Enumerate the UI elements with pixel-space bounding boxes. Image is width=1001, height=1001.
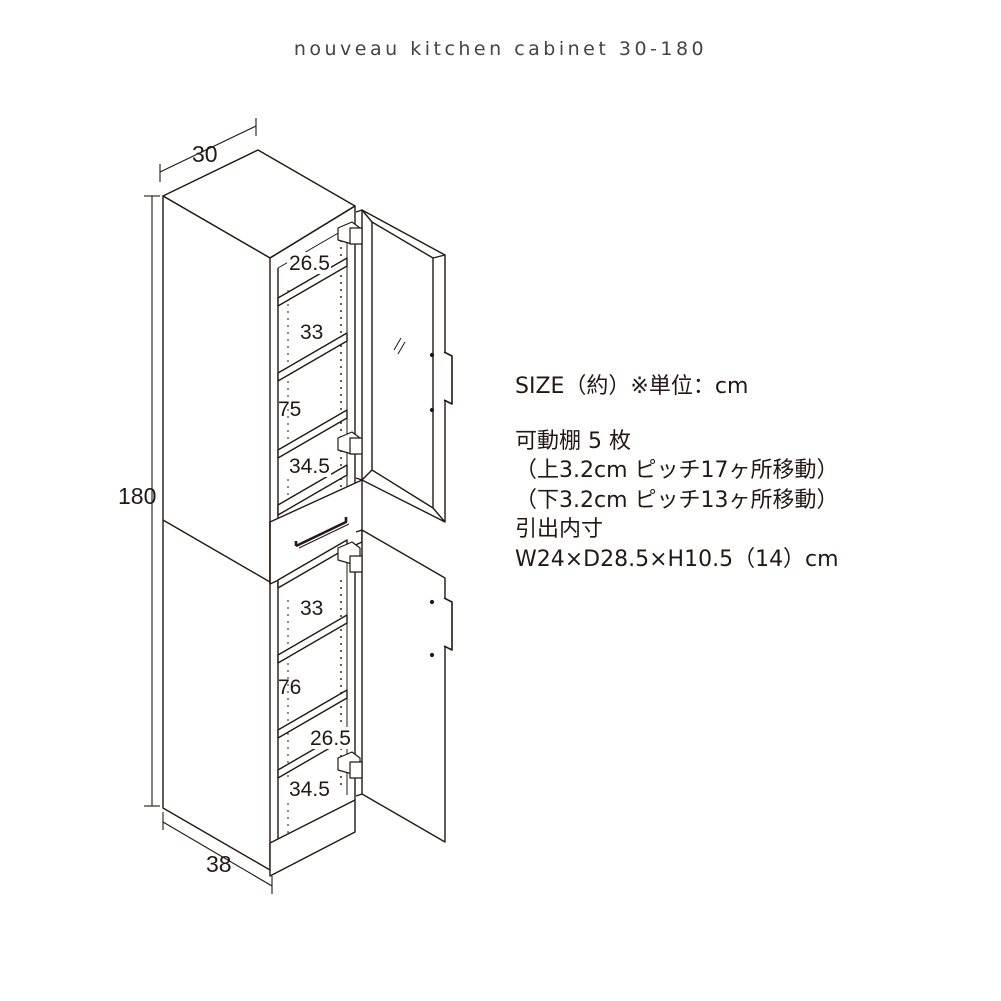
upper-shelf-1-label: 26.5 — [289, 252, 330, 275]
upper-shelf-3-label: 34.5 — [289, 455, 330, 478]
hinges — [337, 221, 363, 779]
lower-door — [355, 529, 453, 843]
drawer-size-label: W24×D28.5×H10.5（14）cm — [515, 546, 839, 572]
upper-glass-door — [355, 209, 453, 523]
depth-label: 38 — [206, 851, 232, 877]
lower-shelves — [277, 539, 348, 779]
width-label: 30 — [192, 141, 218, 167]
lower-pitch-label: （下3.2cm ピッチ13ヶ所移動） — [515, 487, 839, 513]
page-title: nouveau kitchen cabinet 30-180 — [293, 38, 708, 60]
lower-shelf-1-label: 33 — [300, 597, 323, 620]
lower-shelf-3-label: 34.5 — [289, 778, 330, 801]
drawer — [269, 479, 363, 585]
upper-shelf-2-label: 33 — [300, 321, 323, 344]
dimension-lines — [144, 118, 273, 894]
shelves-label: 可動棚 5 枚 — [515, 428, 631, 454]
cabinet-body — [162, 149, 356, 877]
upper-shelves — [277, 257, 348, 516]
drawer-label: 引出内寸 — [515, 517, 604, 542]
upper-pitch-label: （上3.2cm ピッチ17ヶ所移動） — [515, 458, 839, 483]
spec-block: SIZE（約）※単位：cm 可動棚 5 枚 （上3.2cm ピッチ17ヶ所移動）… — [515, 372, 839, 574]
lower-shelf-2-label: 26.5 — [310, 727, 351, 750]
size-label: SIZE（約）※単位：cm — [515, 374, 749, 399]
upper-height-label: 75 — [278, 398, 301, 421]
height-label: 180 — [118, 483, 156, 509]
lower-height-label: 76 — [278, 676, 301, 699]
